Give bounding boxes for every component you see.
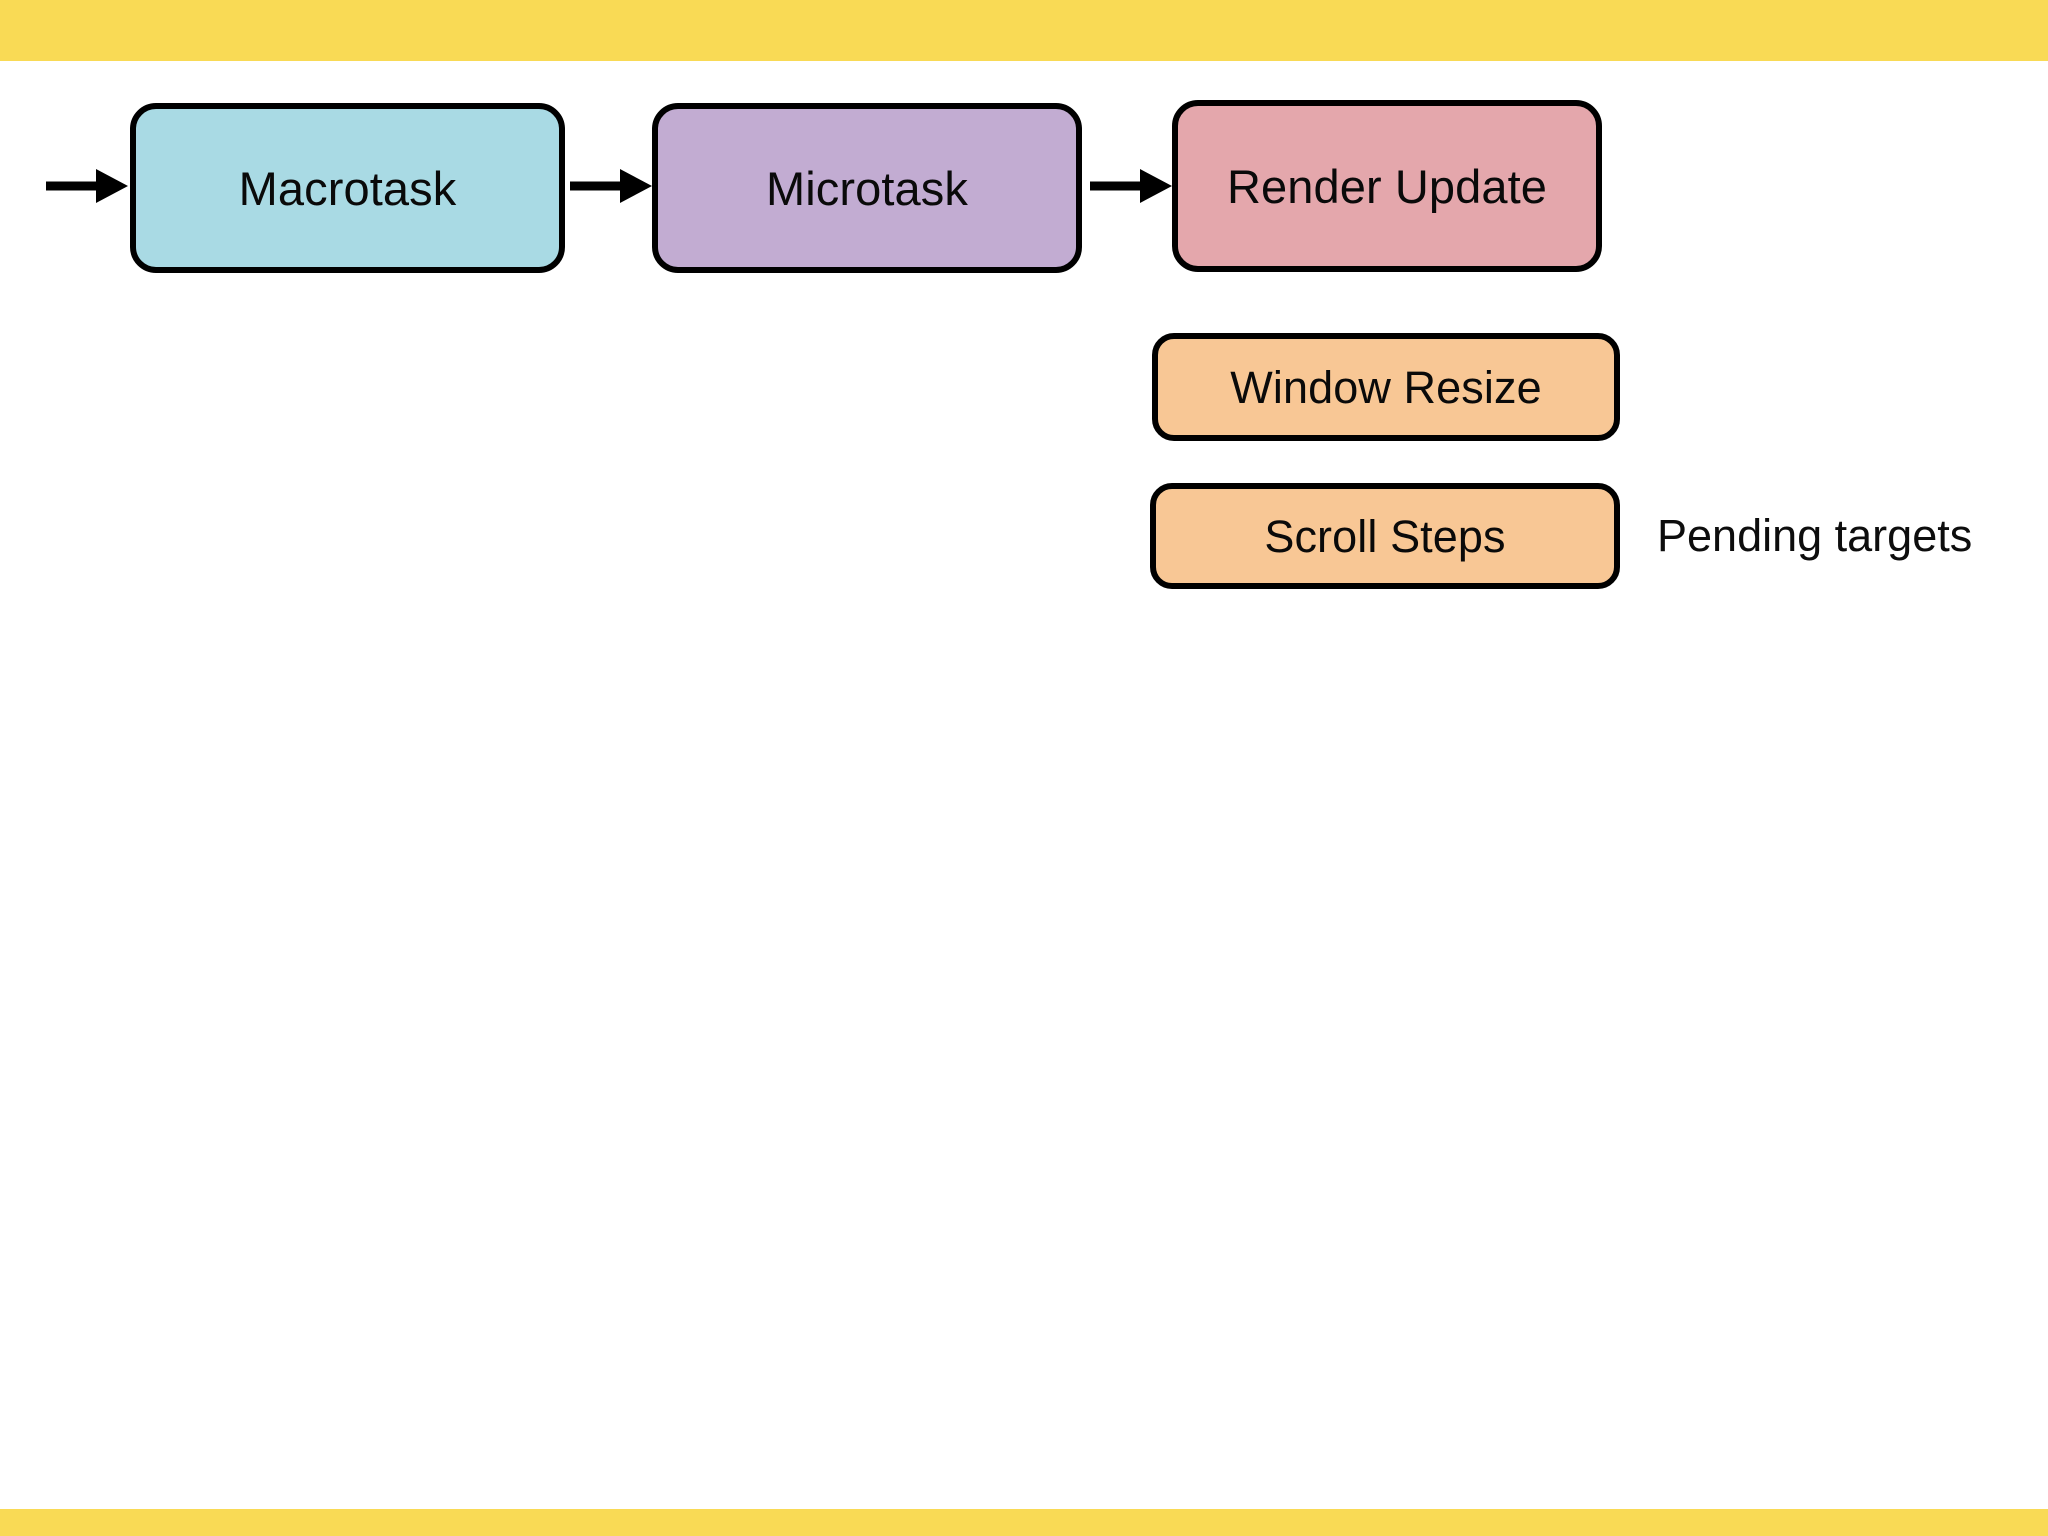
arrow-macrotask-to-microtask-icon: [570, 169, 652, 203]
node-microtask-label: Microtask: [766, 161, 968, 215]
arrow-microtask-to-render-update-icon: [1090, 169, 1172, 203]
pending-targets-annotation: Pending targets: [1657, 510, 1973, 561]
node-macrotask[interactable]: Macrotask: [130, 103, 565, 273]
node-render-update-label: Render Update: [1226, 159, 1548, 213]
node-scroll-steps-label: Scroll Steps: [1264, 510, 1506, 562]
top-accent-band: [0, 0, 2048, 61]
node-window-resize[interactable]: Window Resize: [1152, 333, 1620, 441]
node-macrotask-label: Macrotask: [238, 161, 457, 215]
node-window-resize-label: Window Resize: [1230, 361, 1542, 413]
node-microtask[interactable]: Microtask: [652, 103, 1082, 273]
arrow-entry-icon: [46, 169, 128, 203]
node-scroll-steps[interactable]: Scroll Steps: [1150, 483, 1620, 589]
node-render-update[interactable]: Render Update: [1172, 100, 1602, 272]
bottom-accent-band: [0, 1509, 2048, 1536]
